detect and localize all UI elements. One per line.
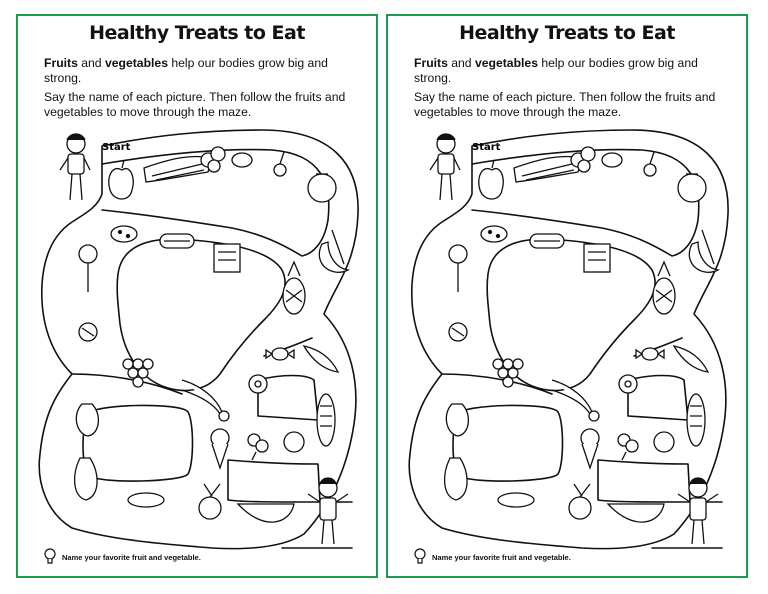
footer-text: Name your favorite fruit and vegetable. (62, 552, 201, 562)
pepper-icon (75, 403, 99, 437)
pineapple-icon (282, 260, 306, 315)
scallion-icon (181, 379, 230, 422)
apple-icon (108, 159, 134, 200)
watermelon-icon (236, 503, 295, 523)
lemon-icon (601, 152, 623, 168)
intro-line: Fruits and vegetables help our bodies gr… (414, 56, 698, 85)
banana-icon (688, 229, 721, 273)
apple-icon (478, 159, 504, 200)
donut-icon (618, 374, 638, 394)
pineapple-icon (652, 260, 676, 315)
candy-icon (635, 347, 665, 361)
start-label: Start (102, 142, 131, 153)
lightbulb-icon (44, 548, 56, 564)
instructions: Say the name of each picture. Then follo… (44, 90, 346, 119)
grapes-icon (122, 358, 154, 388)
boy-icon (429, 133, 461, 201)
cookie-icon (110, 225, 138, 243)
ice-cream-icon (210, 428, 230, 471)
maze-lower-hole (452, 404, 564, 482)
start-label: Start (472, 142, 501, 153)
watermelon-icon (606, 503, 665, 523)
boy-icon (59, 133, 91, 201)
cherry-icon (273, 151, 287, 177)
pretzel-icon (78, 322, 98, 342)
pear-icon (74, 457, 98, 501)
footer-prompt: Name your favorite fruit and vegetable. (44, 548, 201, 566)
candy-box-icon (583, 243, 611, 273)
worksheet-title: Healthy Treats to Eat (459, 22, 675, 44)
scallion-icon (551, 379, 600, 422)
tomato-icon (677, 173, 707, 203)
cucumber-icon (127, 492, 165, 508)
pear-icon (444, 457, 468, 501)
broccoli-small-icon (247, 433, 269, 461)
candy-icon (265, 347, 295, 361)
lollipop-icon (78, 244, 98, 292)
pea-pod-icon (302, 345, 340, 373)
donut-icon (248, 374, 268, 394)
pepper-icon (445, 403, 469, 437)
intro-text: Fruits and vegetables help our bodies gr… (44, 56, 364, 124)
hot-dog-icon (529, 233, 565, 249)
broccoli-small-icon (617, 433, 639, 461)
maze-outer-wall (38, 129, 359, 550)
worksheet-right: Healthy Treats to Eat Fruits and vegetab… (386, 14, 748, 578)
footer-prompt: Name your favorite fruit and vegetable. (414, 548, 571, 566)
worksheet-left: Healthy Treats to Eat Fruits and vegetab… (16, 14, 378, 578)
lollipop-icon (448, 244, 468, 292)
banana-icon (318, 229, 351, 273)
cucumber-icon (497, 492, 535, 508)
candy-box-icon (213, 243, 241, 273)
corn-icon (686, 393, 706, 447)
beet-icon (568, 483, 592, 520)
word-fruits: Fruits (414, 56, 448, 70)
girl-icon (307, 477, 349, 545)
word-vegetables: vegetables (104, 56, 168, 70)
girl-icon (677, 477, 719, 545)
maze-outer-wall (408, 129, 729, 550)
hot-dog-icon (159, 233, 195, 249)
word-fruits: Fruits (44, 56, 78, 70)
cherry-icon (643, 151, 657, 177)
maze-bottom-lane (597, 459, 691, 503)
maze-lower-hole (82, 404, 194, 482)
pea-pod-icon (672, 345, 710, 373)
lightbulb-icon (414, 548, 426, 564)
lemon-icon (231, 152, 253, 168)
tomato-icon (307, 173, 337, 203)
instructions: Say the name of each picture. Then follo… (414, 90, 716, 119)
intro-text: Fruits and vegetables help our bodies gr… (414, 56, 734, 124)
beet-icon (198, 483, 222, 520)
corn-icon (316, 393, 336, 447)
maze: Start (408, 129, 729, 550)
footer-text: Name your favorite fruit and vegetable. (432, 552, 571, 562)
broccoli-icon (570, 146, 596, 173)
worksheet-title: Healthy Treats to Eat (89, 22, 305, 44)
broccoli-icon (200, 146, 226, 173)
intro-line: Fruits and vegetables help our bodies gr… (44, 56, 328, 85)
ice-cream-icon (580, 428, 600, 471)
maze: Start (38, 129, 359, 550)
maze-bottom-lane (227, 459, 321, 503)
word-vegetables: vegetables (474, 56, 538, 70)
pretzel-icon (448, 322, 468, 342)
orange-icon (653, 431, 675, 453)
orange-icon (283, 431, 305, 453)
grapes-icon (492, 358, 524, 388)
cookie-icon (480, 225, 508, 243)
